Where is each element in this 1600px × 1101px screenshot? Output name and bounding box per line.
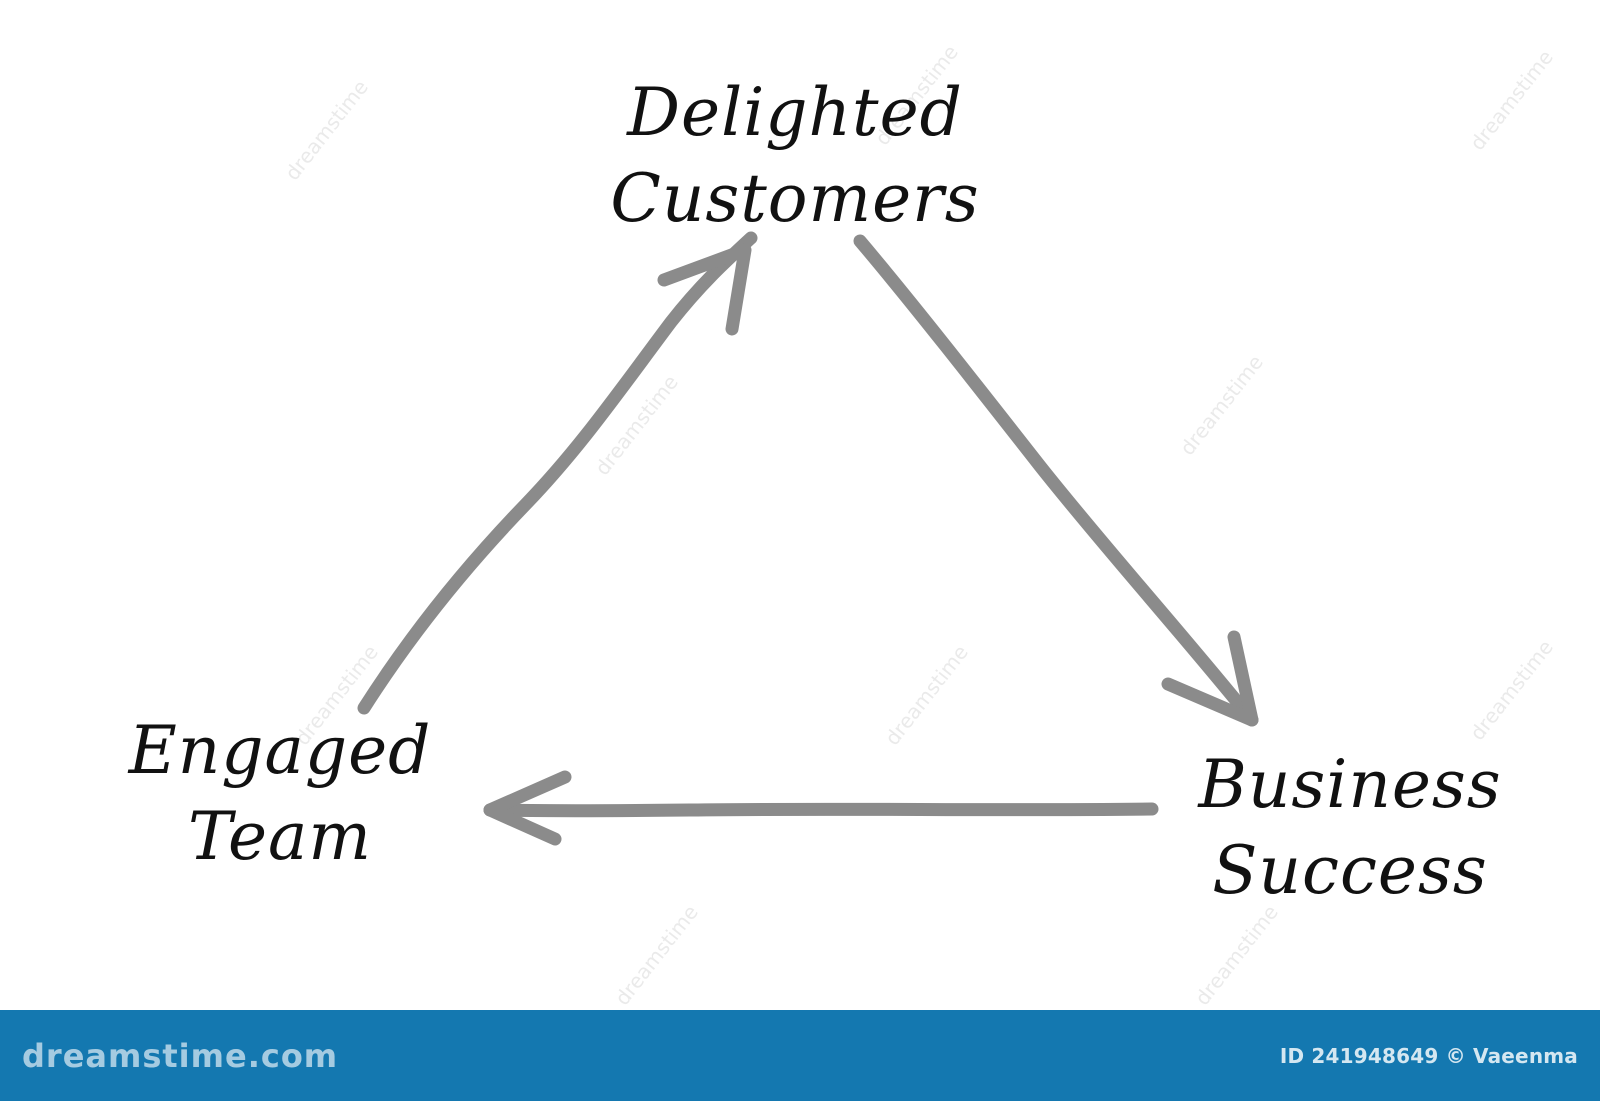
arrowhead-delighted-to-business — [1161, 630, 1259, 727]
node-delighted-customers: Delighted Customers — [560, 70, 1030, 242]
arrow-business-to-engaged — [483, 802, 1159, 818]
node-label-line: Customers — [610, 160, 980, 237]
diagram-canvas: dreamstime dreamstime dreamstime dreamst… — [70, 40, 1558, 1010]
node-label-line: Business — [1198, 746, 1502, 823]
arrow-engaged-to-delighted — [357, 231, 758, 715]
node-label-line: Delighted — [627, 74, 963, 151]
node-business-success: Business Success — [1150, 742, 1550, 914]
dreamstime-brand: dreamstime.com — [22, 1036, 339, 1075]
arrowhead-business-to-engaged — [483, 770, 572, 846]
node-label-line: Team — [188, 798, 372, 875]
arrow-delighted-to-business — [853, 234, 1259, 727]
node-label-line: Success — [1212, 832, 1488, 909]
node-label-line: Engaged — [128, 712, 432, 789]
cycle-diagram — [357, 231, 1259, 846]
node-engaged-team: Engaged Team — [70, 708, 490, 880]
arrowhead-engaged-to-delighted — [657, 243, 752, 336]
image-footer: dreamstime.com ID 241948649 © Vaeenma — [0, 1010, 1600, 1101]
image-credit: ID 241948649 © Vaeenma — [1279, 1043, 1578, 1068]
